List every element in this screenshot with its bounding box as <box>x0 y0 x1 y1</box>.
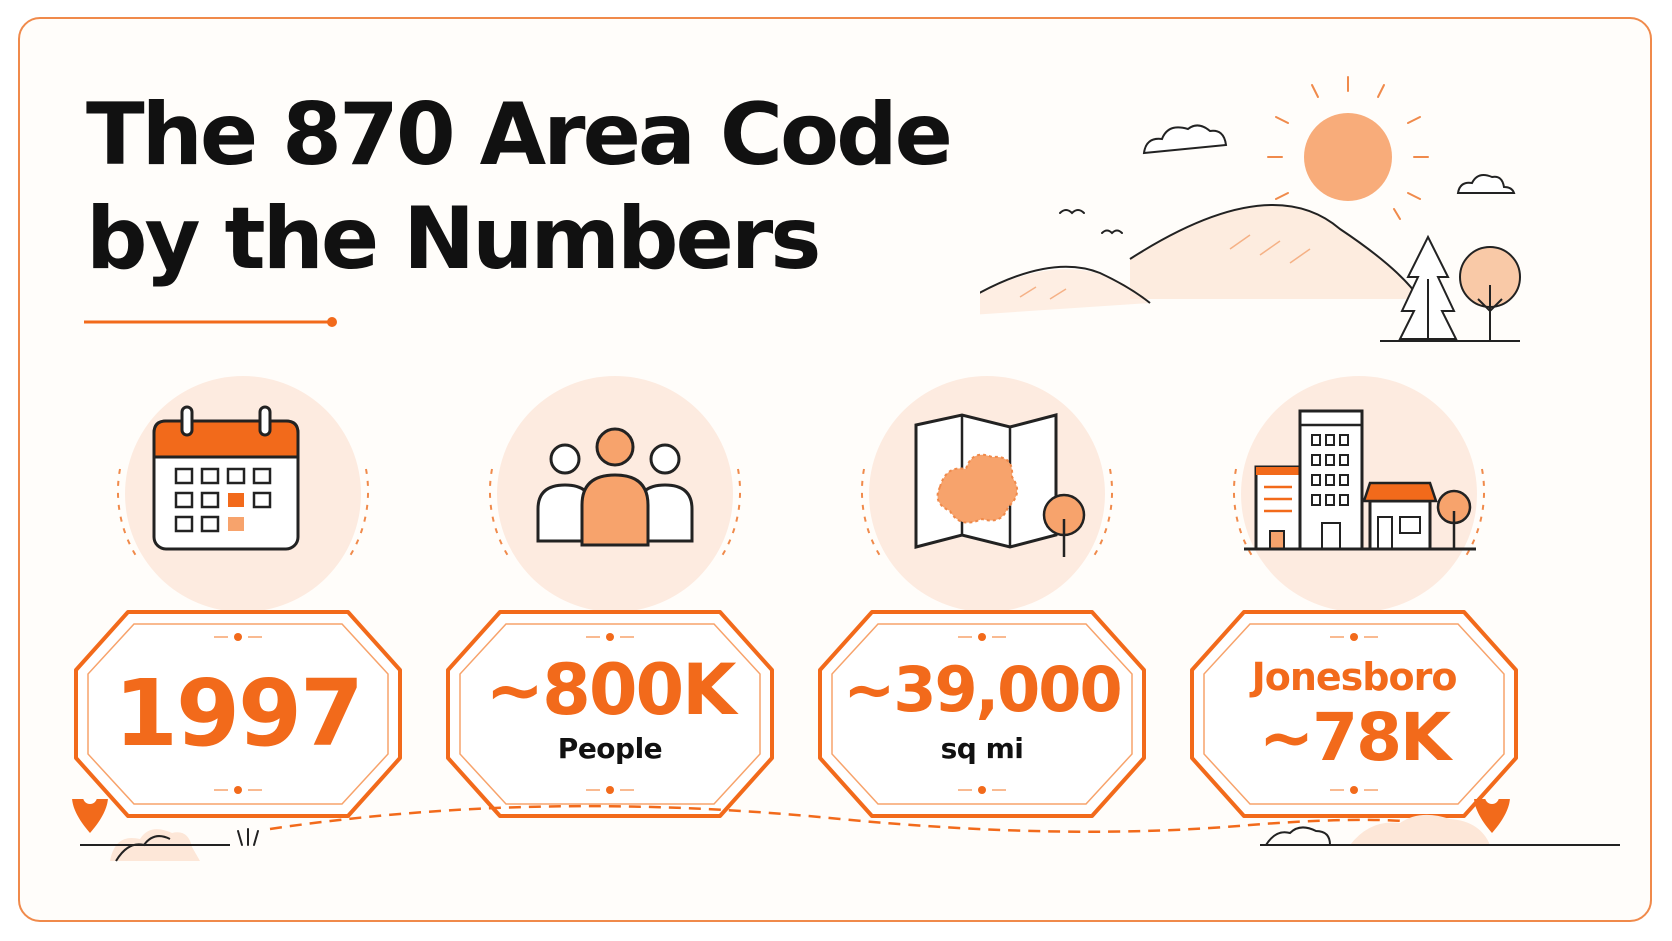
stat-card-area: ~39,000 sq mi <box>814 604 1150 824</box>
stat-label: People <box>557 732 663 765</box>
infographic-card: The 870 Area Code by the Numbers <box>18 17 1652 922</box>
stat-card-population: ~800K People <box>442 604 778 824</box>
title-line-2: by the Numbers <box>86 189 821 289</box>
sun-icon <box>1267 76 1429 220</box>
stat-value: 1997 <box>113 660 364 767</box>
cloud-small-icon <box>1456 174 1516 194</box>
stat-value: ~78K <box>1258 699 1451 776</box>
location-pin-icon <box>1474 799 1510 833</box>
landscape-illustration <box>980 76 1521 342</box>
stat-city-name: Jonesboro <box>1251 655 1458 699</box>
badge-frame <box>74 610 402 818</box>
round-tree-icon <box>1459 246 1521 341</box>
city-icon <box>1232 376 1486 612</box>
birds-icon <box>1059 209 1123 235</box>
pine-tree-icon <box>1398 234 1458 341</box>
cloud-icon <box>1142 124 1228 155</box>
stat-card-year: 1997 <box>70 604 406 824</box>
calendar-icon <box>116 376 370 612</box>
location-pin-icon <box>72 799 108 833</box>
map-icon <box>860 376 1114 612</box>
hills-icon <box>980 204 1421 315</box>
badge-frame <box>446 610 774 818</box>
stat-value: ~39,000 <box>843 653 1122 726</box>
badge-frame <box>818 610 1146 818</box>
page-title: The 870 Area Code by the Numbers <box>86 83 953 291</box>
title-underline <box>84 317 337 327</box>
stat-card-city: Jonesboro ~78K <box>1186 604 1522 824</box>
stat-value: ~800K <box>485 649 736 731</box>
people-icon <box>488 376 742 612</box>
footer-route-illustration <box>72 799 1620 862</box>
badge-frame <box>1190 610 1518 818</box>
title-line-1: The 870 Area Code <box>86 85 953 185</box>
stat-label: sq mi <box>940 732 1024 765</box>
